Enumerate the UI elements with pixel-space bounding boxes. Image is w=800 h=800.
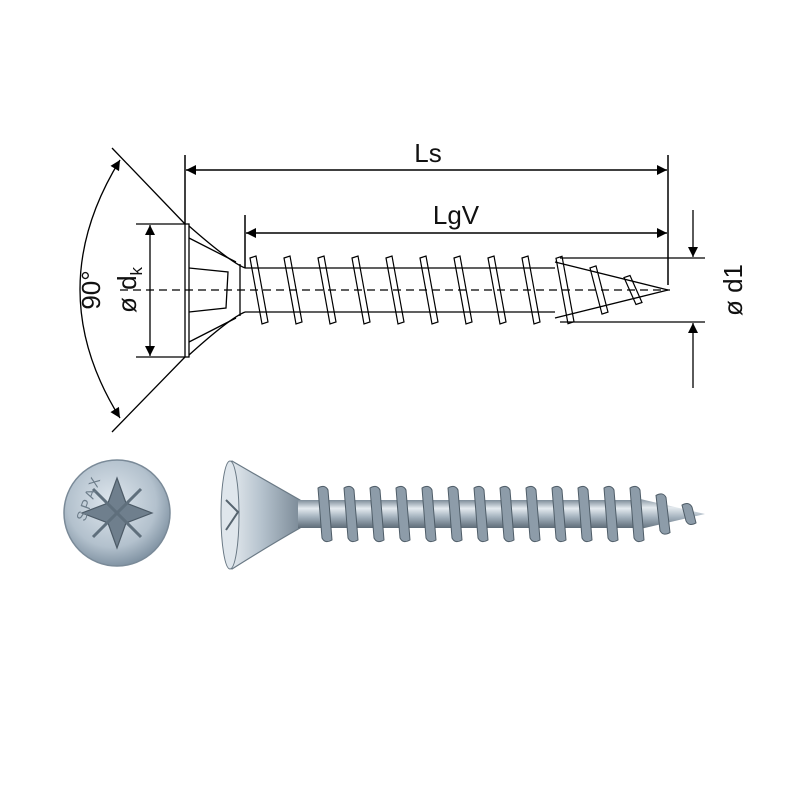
lgv-label: LgV <box>433 200 480 230</box>
angle-label: 90° <box>76 270 106 309</box>
ls-label: Ls <box>414 138 441 168</box>
ls-dimension <box>184 155 669 285</box>
svg-text:ø dk: ø dk <box>112 266 146 313</box>
thread-line <box>589 265 609 315</box>
screw-side-photo <box>220 460 705 570</box>
screw-head-photo: SPAX <box>63 459 171 567</box>
lgv-dimension <box>244 215 667 268</box>
thread-flight <box>369 485 385 543</box>
thread-flight <box>499 485 515 543</box>
thread-line <box>487 255 507 325</box>
thread-line <box>623 274 643 306</box>
thread-line <box>249 255 269 325</box>
dk-label: ø d <box>112 275 142 313</box>
thread-flight <box>603 485 619 543</box>
thread-line <box>521 255 541 325</box>
d1-label: ø d1 <box>718 264 748 316</box>
thread-line <box>453 255 473 325</box>
thread-line <box>419 255 439 325</box>
thread-line <box>555 255 575 325</box>
thread-line <box>283 255 303 325</box>
thread-flight <box>577 485 593 543</box>
thread-lines <box>249 255 643 325</box>
thread-flight <box>473 485 489 543</box>
thread-flight <box>447 485 463 543</box>
thread-flight <box>525 485 541 543</box>
thread-flight <box>317 485 333 543</box>
thread-line <box>317 255 337 325</box>
thread-line <box>385 255 405 325</box>
screw-outline <box>120 223 670 358</box>
angle-dimension <box>79 147 186 433</box>
thread-line <box>351 255 371 325</box>
thread-flight <box>343 485 359 543</box>
thread-flight <box>681 502 697 526</box>
dk-subscript: k <box>127 266 146 275</box>
thread-flight <box>421 485 437 543</box>
d1-dimension <box>560 210 705 388</box>
thread-flight <box>551 485 567 543</box>
thread-flight <box>395 485 411 543</box>
thread-flight <box>655 493 671 535</box>
thread-flight <box>629 485 645 543</box>
